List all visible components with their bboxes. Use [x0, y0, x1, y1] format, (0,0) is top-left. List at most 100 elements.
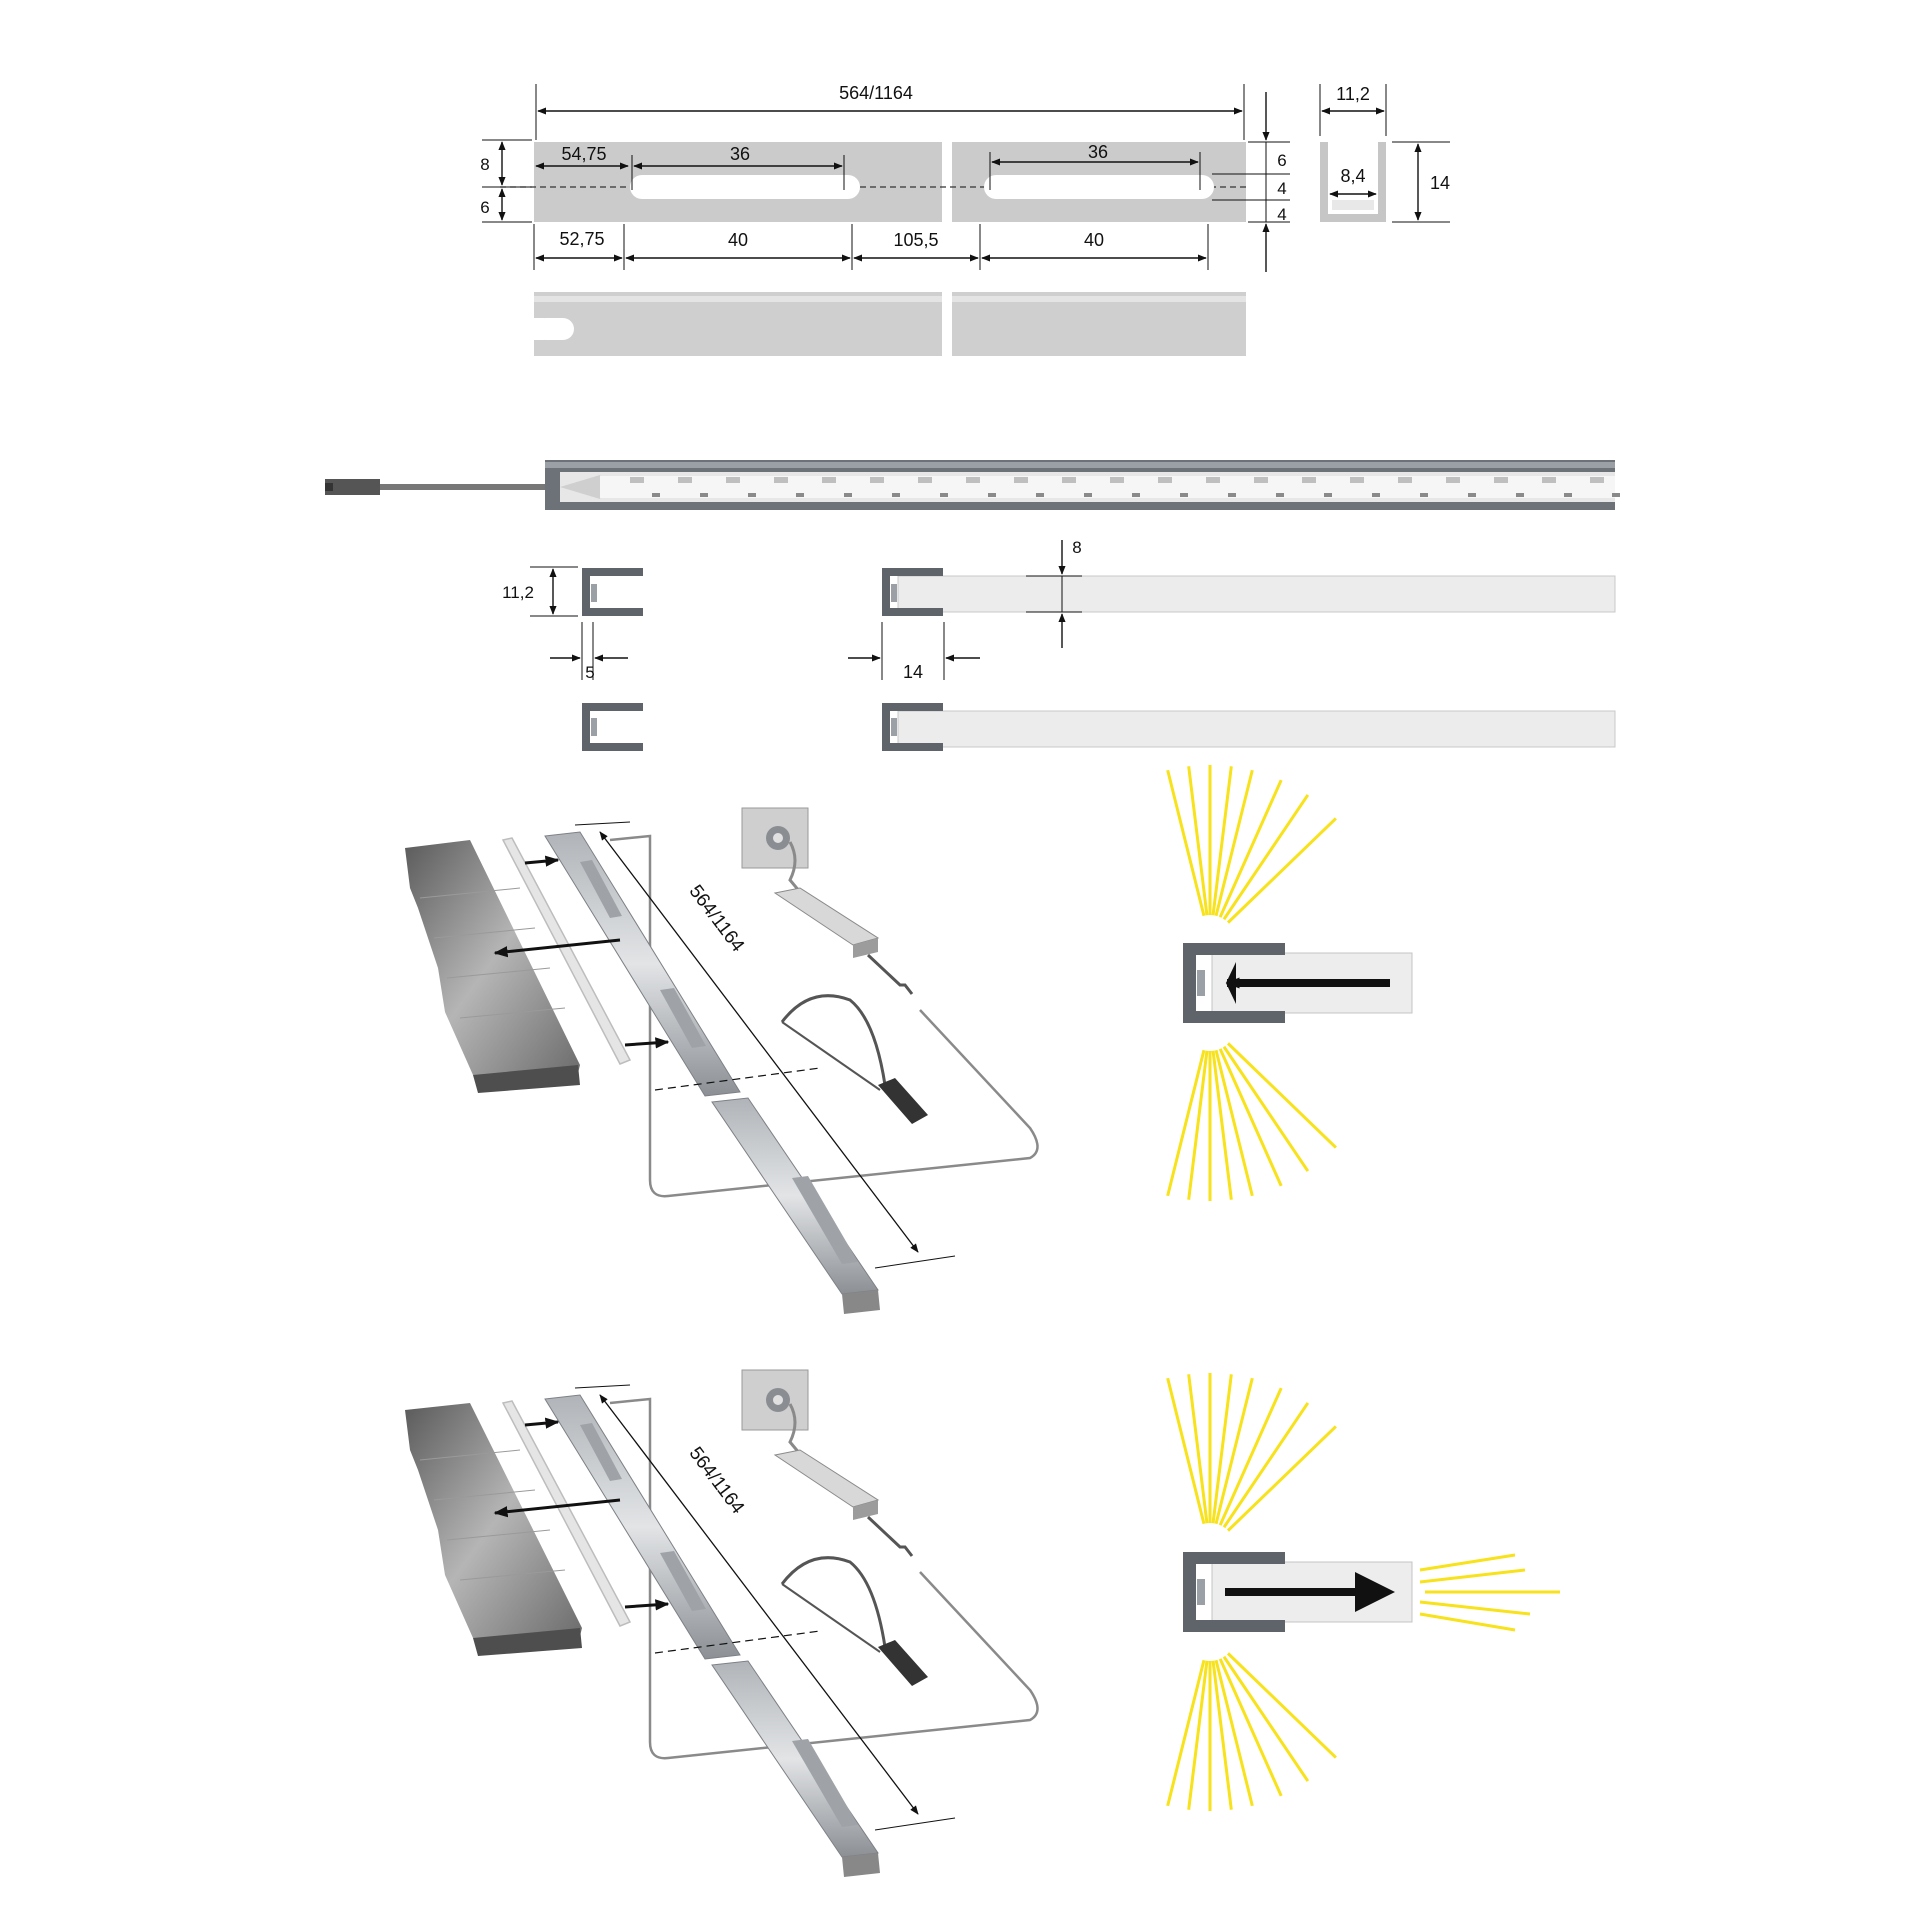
led-chip — [1350, 477, 1364, 483]
dim-height-lower: 6 — [480, 198, 489, 217]
led-chips — [630, 477, 1620, 497]
profile-rail-lower — [711, 1097, 879, 1295]
led-chip — [1446, 477, 1460, 483]
light-rays-vertical-2 — [1166, 1373, 1337, 1811]
led-chip — [1276, 493, 1284, 497]
led-chip — [844, 493, 852, 497]
led-chip — [1228, 493, 1236, 497]
glass-section-large-top: 8 14 — [848, 538, 1616, 682]
saw-icon — [780, 994, 887, 1086]
glass-panel-bottom — [897, 710, 1616, 748]
led-chip — [940, 493, 948, 497]
led-chip — [988, 493, 996, 497]
light-ray — [1222, 1045, 1310, 1172]
connector-plug — [325, 479, 380, 495]
light-ray — [1211, 1374, 1233, 1524]
led-chip — [918, 477, 932, 483]
light-ray — [1166, 769, 1206, 917]
led-chip — [1158, 477, 1172, 483]
profile-side-view-right — [952, 292, 1246, 356]
light-ray — [1419, 1553, 1516, 1572]
light-ray — [1214, 1659, 1254, 1807]
led-chip — [1612, 493, 1620, 497]
light-ray — [1187, 1050, 1209, 1200]
led-chip — [1132, 493, 1140, 497]
light-ray — [1211, 766, 1233, 916]
light-ray — [1419, 1612, 1516, 1632]
dim-profile-width-inner: 8,4 — [1340, 166, 1365, 186]
led-chip — [822, 477, 836, 483]
light-ray — [1222, 1402, 1310, 1529]
light-ray — [1214, 1377, 1254, 1525]
light-ray — [1419, 1600, 1531, 1616]
light-rays-vertical — [1166, 765, 1337, 1201]
dim-glass-height: 11,2 — [502, 583, 534, 602]
light-ray — [1222, 1655, 1310, 1782]
led-chip — [678, 477, 692, 483]
saw-icon-2 — [780, 1556, 887, 1648]
led-chip — [1564, 493, 1572, 497]
light-ray — [1166, 1659, 1206, 1807]
light-ray — [1187, 766, 1209, 916]
dim-slot-length-right: 36 — [1088, 142, 1108, 162]
dim-profile-width: 14 — [903, 662, 923, 682]
light-ray — [1419, 1568, 1526, 1584]
led-chip — [726, 477, 740, 483]
light-ray — [1166, 1049, 1206, 1197]
led-chip — [1420, 493, 1428, 497]
light-ray — [1166, 1377, 1206, 1525]
led-chip — [1206, 477, 1220, 483]
light-ray — [1218, 779, 1283, 918]
led-chip — [870, 477, 884, 483]
dim-assembly-length-2: 564/1164 — [685, 1443, 749, 1518]
assembly-illustration-2: 564/1164 — [405, 1369, 1039, 1877]
led-chip — [1372, 493, 1380, 497]
assembly-illustration-1: 564/1164 — [405, 807, 1039, 1314]
light-ray — [1211, 1050, 1233, 1200]
glass-section-small-top: 11,2 5 — [502, 566, 643, 682]
dim-overall-length: 564/1164 — [839, 83, 913, 103]
dim-slot-offset: 54,75 — [561, 144, 606, 164]
light-ray — [1226, 817, 1337, 924]
light-ray — [1187, 1660, 1209, 1810]
glass-section-large-bottom — [882, 703, 1616, 751]
dim-bottom-slot-left: 40 — [728, 230, 748, 250]
led-chip — [748, 493, 756, 497]
light-ray — [1218, 1658, 1283, 1797]
profile-cross-section: 11,2 8,4 14 — [1319, 84, 1450, 223]
slot-right — [984, 175, 1214, 199]
led-chip — [1180, 493, 1188, 497]
led-chip — [652, 493, 660, 497]
led-chip — [1302, 477, 1316, 483]
led-chip — [1036, 493, 1044, 497]
led-chip — [700, 493, 708, 497]
led-light-bar — [325, 460, 1620, 510]
light-ray — [1222, 794, 1310, 921]
dim-right-bottom: 4 — [1277, 205, 1286, 224]
profile-side-view-left — [534, 292, 942, 356]
led-driver — [773, 887, 880, 946]
light-rays-horizontal — [1419, 1553, 1560, 1632]
dim-glass-offset: 5 — [585, 663, 594, 682]
cable — [380, 484, 580, 490]
light-ray — [1226, 1425, 1337, 1532]
led-chip — [1542, 477, 1556, 483]
dim-right-top: 6 — [1277, 151, 1286, 170]
light-ray — [1214, 1049, 1254, 1197]
led-chip — [966, 477, 980, 483]
led-chip — [1516, 493, 1524, 497]
led-chip — [1468, 493, 1476, 497]
dim-profile-width-outer: 11,2 — [1336, 84, 1370, 104]
shelf-board-2 — [405, 1403, 582, 1645]
light-ray — [1218, 1048, 1283, 1187]
dim-bottom-gap: 105,5 — [893, 230, 938, 250]
light-diagram-1 — [1166, 765, 1413, 1201]
dim-glass-thickness: 8 — [1072, 538, 1081, 557]
top-profile-drawing: 564/1164 54,75 36 36 8 6 52,75 40 105,5 … — [480, 83, 1290, 356]
dim-slot-length-left: 36 — [730, 144, 750, 164]
glass-section-small-bottom — [582, 703, 643, 751]
dim-bottom-slot-right: 40 — [1084, 230, 1104, 250]
profile-rail-lower-2 — [711, 1660, 879, 1858]
light-ray — [1226, 1042, 1337, 1149]
